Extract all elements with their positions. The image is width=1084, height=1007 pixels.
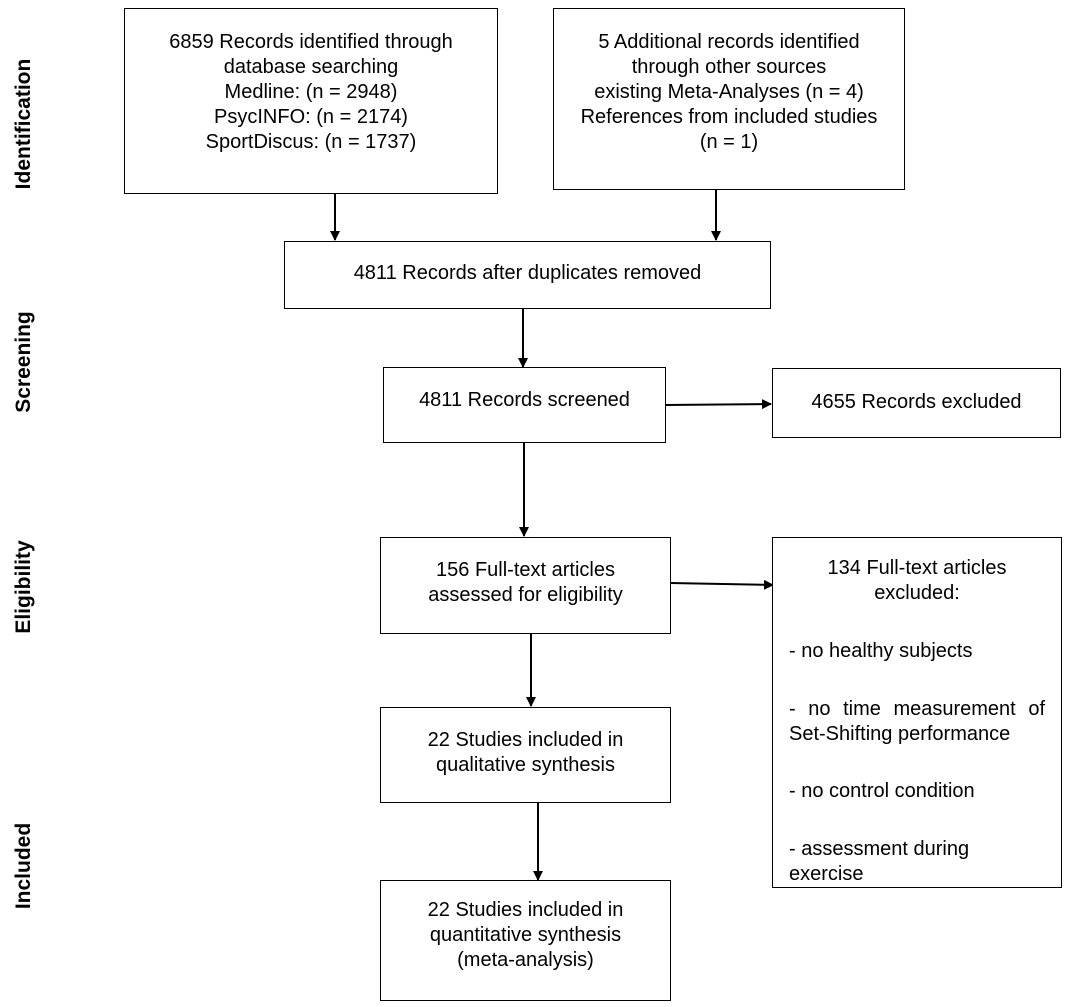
box-other-sources: 5 Additional records identified through …: [553, 8, 905, 190]
arrow-fulltext-to-fulltext-excluded: [669, 579, 774, 590]
exclusion-reason: - no healthy subjects: [789, 639, 973, 662]
box-line: (n = 1): [699, 131, 759, 153]
box-line: (meta-analysis): [457, 949, 594, 971]
box-line: References from included studies: [580, 106, 878, 128]
box-full-text-excluded: 134 Full-text articles excluded: - no he…: [772, 537, 1062, 888]
box-records-screened: 4811 Records screened: [383, 367, 666, 443]
box-full-text-assessed: 156 Full-text articles assessed for elig…: [380, 537, 671, 634]
arrow-screened-to-excluded: [664, 399, 772, 410]
box-line: 156 Full-text articles: [436, 559, 615, 581]
box-line: 4811 Records screened: [419, 389, 630, 411]
box-line: quantitative synthesis: [429, 924, 622, 946]
box-quantitative-synthesis: 22 Studies included in quantitative synt…: [380, 880, 671, 1001]
box-line: 6859 Records identified through: [169, 31, 453, 53]
exclusion-reason: Set-Shifting performance: [789, 722, 1011, 745]
box-line: through other sources: [631, 56, 827, 78]
box-line: database searching: [223, 56, 399, 78]
excluded-header-line: 134 Full-text articles: [827, 557, 1007, 579]
box-line: qualitative synthesis: [436, 754, 615, 776]
exclusion-reason: - no time measurement of: [789, 697, 1045, 720]
box-after-duplicates: 4811 Records after duplicates removed: [284, 241, 771, 309]
box-line: 4811 Records after duplicates removed: [353, 262, 702, 284]
box-line: 4655 Records excluded: [811, 391, 1022, 413]
box-line: assessed for eligibility: [428, 584, 623, 606]
box-records-excluded: 4655 Records excluded: [772, 368, 1061, 438]
exclusion-reason: - assessment during exercise: [789, 838, 970, 885]
box-line: Medline: (n = 2948): [224, 81, 398, 103]
box-database-search: 6859 Records identified through database…: [124, 8, 498, 194]
box-line: 22 Studies included in: [427, 729, 624, 751]
box-line: 22 Studies included in: [427, 899, 624, 921]
box-line: existing Meta-Analyses (n = 4): [594, 81, 864, 103]
box-qualitative-synthesis: 22 Studies included in qualitative synth…: [380, 707, 671, 803]
box-line: SportDiscus: (n = 1737): [205, 131, 417, 153]
excluded-header-line: excluded:: [874, 582, 960, 604]
box-line: 5 Additional records identified: [598, 31, 860, 53]
box-line: PsycINFO: (n = 2174): [214, 106, 408, 128]
exclusion-reason: - no control condition: [789, 780, 975, 803]
